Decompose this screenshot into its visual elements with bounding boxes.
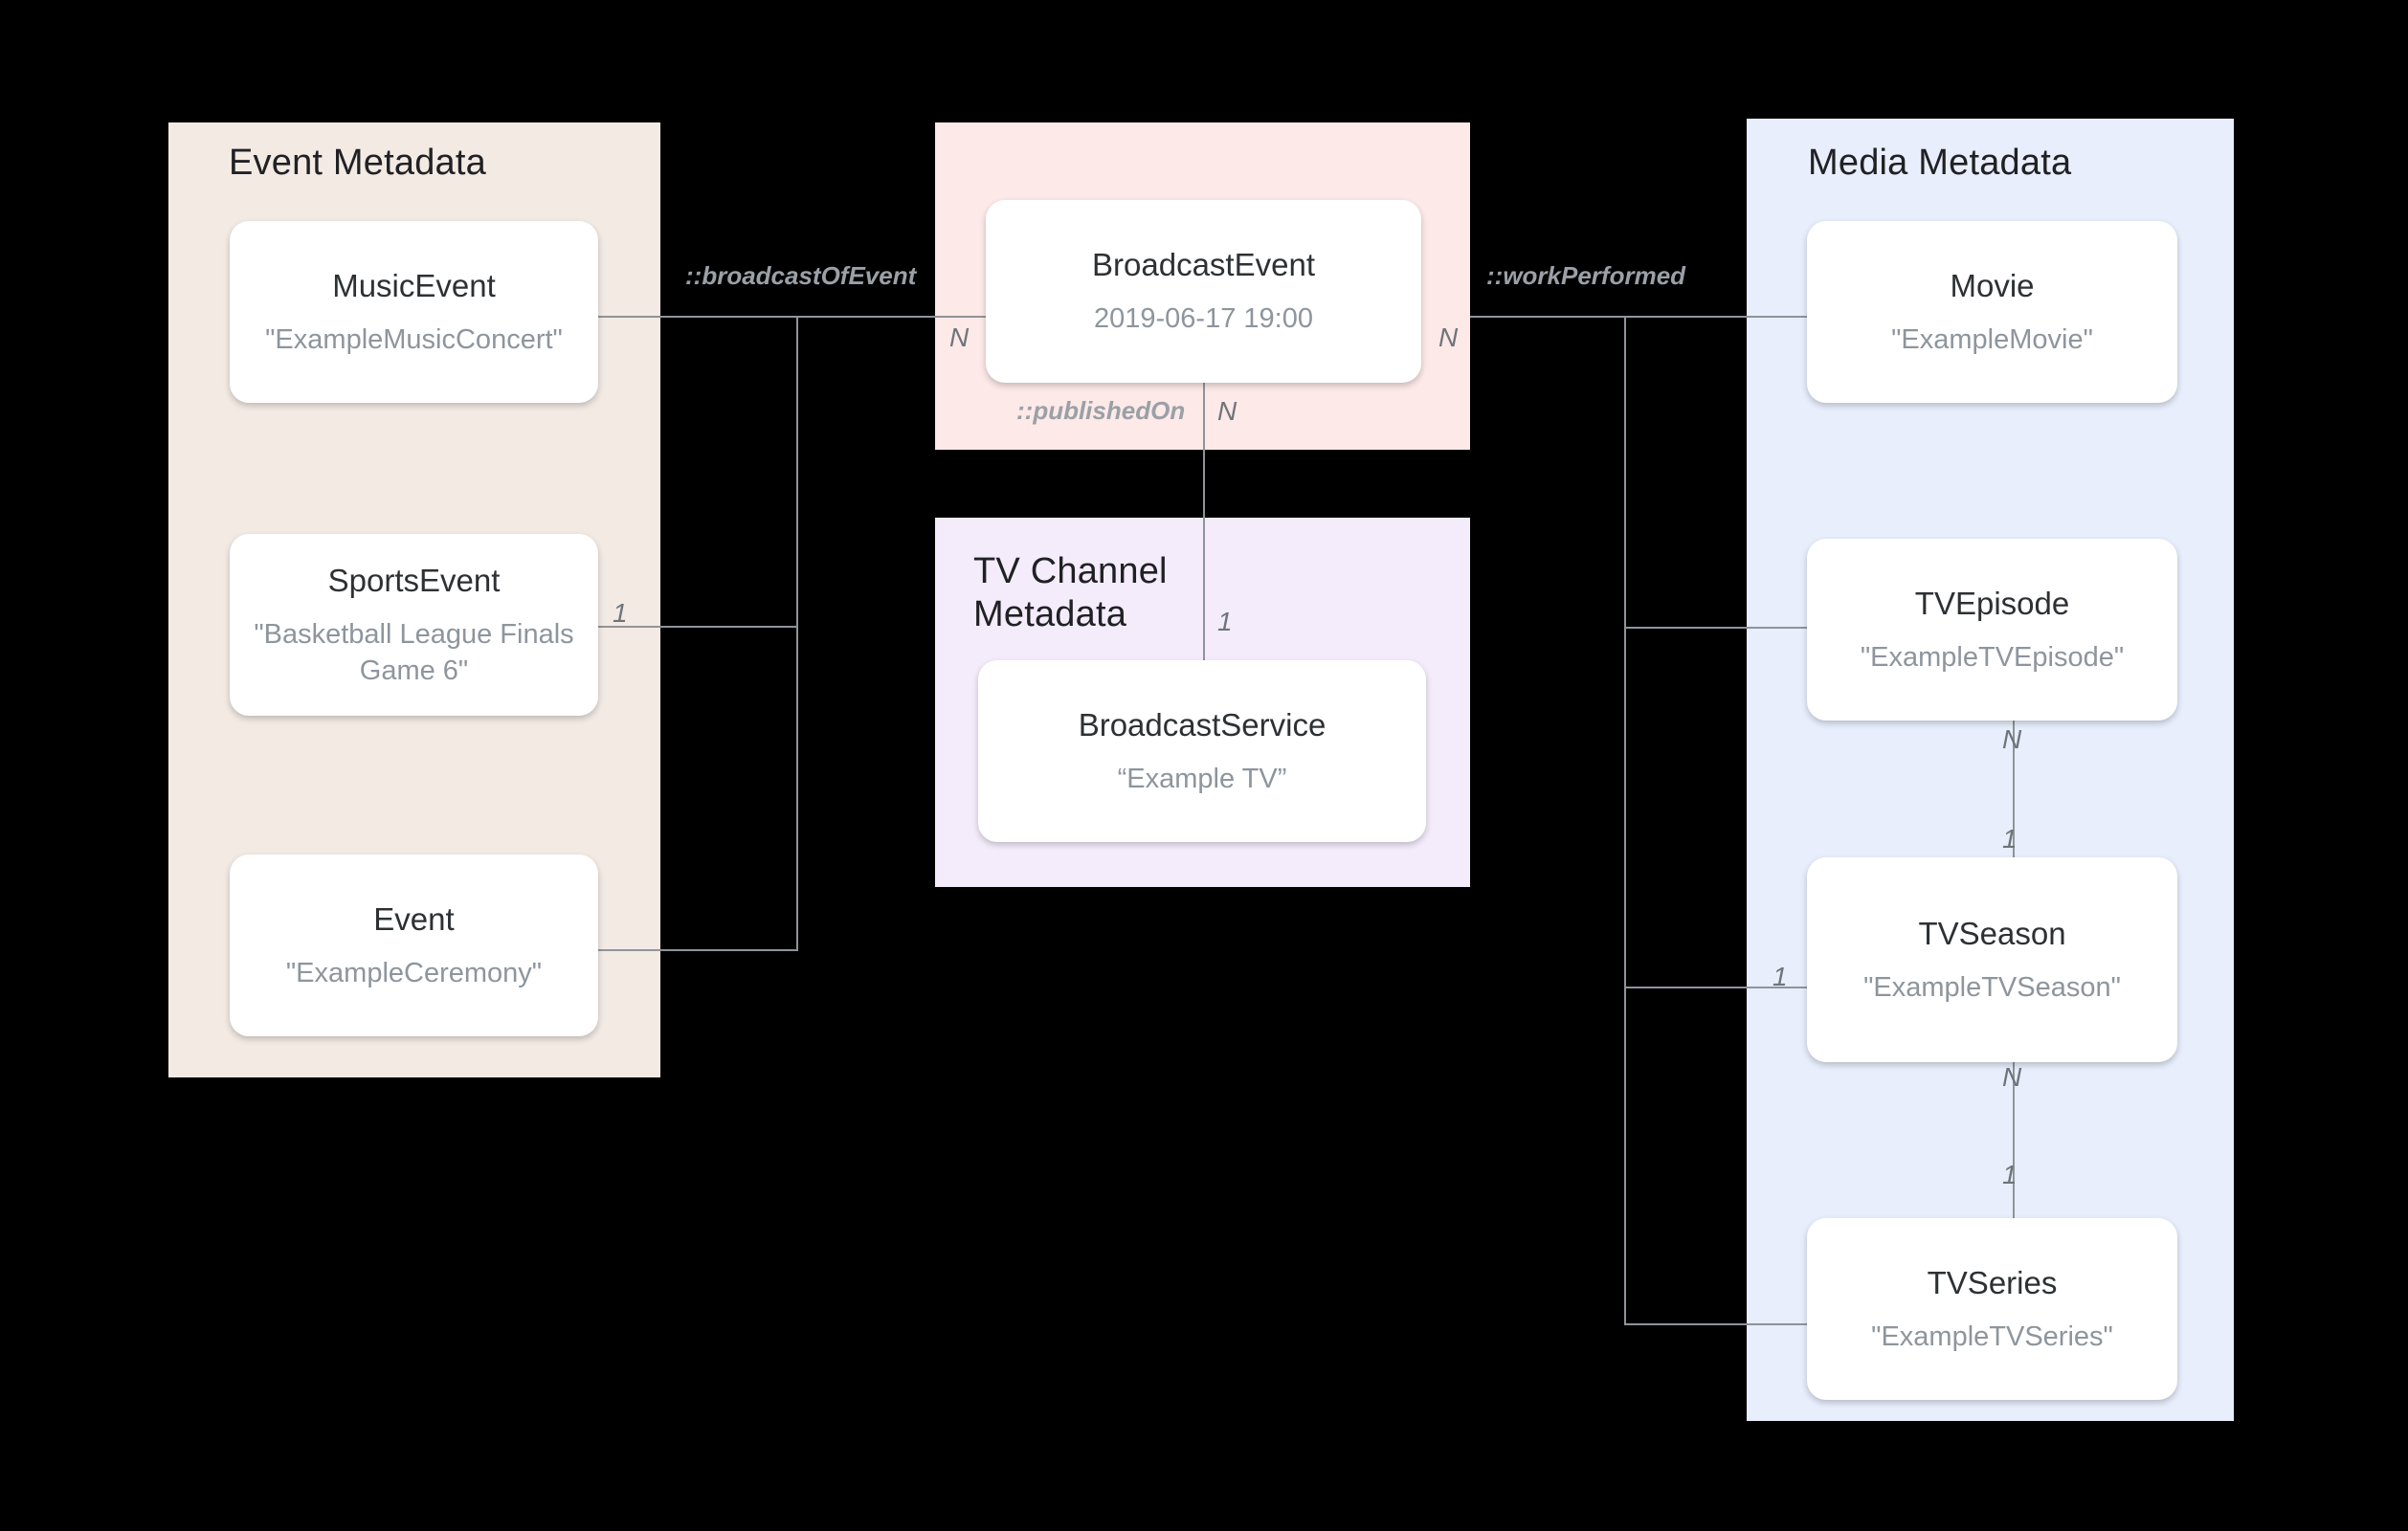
node-broadcast-event[interactable]: BroadcastEvent 2019-06-17 19:00 — [986, 200, 1421, 383]
node-value-label: "Basketball League Finals Game 6" — [254, 618, 574, 686]
cardinality-broadcast-event-right: N — [1438, 322, 1459, 352]
connector-broadcast-event-to-service — [1203, 383, 1205, 660]
connector-bus-to-broadcast-event — [796, 316, 986, 318]
cardinality-broadcast-event-left: N — [949, 322, 970, 352]
node-type-label: BroadcastService — [1078, 706, 1327, 743]
connector-tv-episode-to-tv-season — [2013, 721, 2015, 903]
node-music-event[interactable]: MusicEvent "ExampleMusicConcert" — [230, 221, 598, 403]
connector-tv-season-to-tv-series — [2013, 1062, 2015, 1218]
connector-event-to-bus — [598, 949, 798, 951]
node-broadcast-service[interactable]: BroadcastService “Example TV” — [978, 660, 1426, 842]
node-value-label: 2019-06-17 19:00 — [1094, 303, 1313, 335]
node-type-label: TVSeries — [1927, 1264, 2058, 1300]
node-type-label: Movie — [1950, 267, 2035, 303]
relation-label-broadcast-of-event: ::broadcastOfEvent — [685, 261, 917, 290]
connector-right-bus-to-tv-series — [1624, 1323, 1809, 1325]
node-movie[interactable]: Movie "ExampleMovie" — [1807, 221, 2177, 403]
connector-sports-event-to-bus — [598, 626, 798, 628]
cardinality-movie: N — [2002, 724, 2022, 754]
panel-title-media-metadata: Media Metadata — [1808, 143, 2072, 183]
node-type-label: Event — [373, 900, 455, 937]
node-value-label: "ExampleMovie" — [1891, 323, 2093, 355]
node-type-label: TVSeason — [1918, 915, 2066, 951]
connector-music-event-to-bus — [598, 316, 796, 318]
cardinality-tv-season: 1 — [1773, 962, 1788, 991]
node-tv-episode[interactable]: TVEpisode "ExampleTVEpisode" — [1807, 539, 2177, 721]
cardinality-broadcast-service-top: 1 — [1217, 607, 1233, 636]
panel-title-tv-channel-metadata: TV Channel Metadata — [973, 551, 1168, 634]
connector-broadcast-event-to-right-bus — [1470, 316, 1810, 318]
node-value-label: "ExampleTVEpisode" — [1860, 641, 2125, 673]
connector-right-bus — [1624, 316, 1626, 1323]
node-type-label: SportsEvent — [327, 562, 501, 598]
connector-left-bus — [796, 316, 798, 949]
node-type-label: MusicEvent — [332, 267, 496, 303]
panel-title-event-metadata: Event Metadata — [229, 143, 486, 183]
connector-right-bus-to-tv-episode — [1624, 627, 1809, 629]
node-event[interactable]: Event "ExampleCeremony" — [230, 854, 598, 1036]
node-tv-series[interactable]: TVSeries "ExampleTVSeries" — [1807, 1218, 2177, 1400]
connector-right-bus-to-tv-season — [1624, 987, 1809, 988]
cardinality-tv-season-to-series-one: 1 — [2002, 1160, 2018, 1189]
node-type-label: TVEpisode — [1914, 585, 2070, 621]
cardinality-sports-event: 1 — [613, 598, 628, 628]
node-value-label: "ExampleTVSeason" — [1863, 971, 2121, 1003]
cardinality-tv-season-to-series-n: N — [2002, 1062, 2022, 1092]
node-value-label: “Example TV” — [1117, 763, 1287, 794]
node-value-label: "ExampleCeremony" — [285, 957, 543, 988]
node-type-label: BroadcastEvent — [1092, 247, 1315, 283]
cardinality-broadcast-event-bottom: N — [1217, 396, 1237, 426]
node-value-label: "ExampleTVSeries" — [1871, 1320, 2113, 1352]
cardinality-tv-episode-to-season-one: 1 — [2002, 824, 2018, 854]
node-value-label: "ExampleMusicConcert" — [265, 323, 563, 355]
node-tv-season[interactable]: TVSeason "ExampleTVSeason" — [1807, 857, 2177, 1062]
node-sports-event[interactable]: SportsEvent "Basketball League Finals Ga… — [230, 534, 598, 716]
relation-label-work-performed: ::workPerformed — [1486, 261, 1686, 290]
relation-label-published-on: ::publishedOn — [1016, 396, 1186, 425]
